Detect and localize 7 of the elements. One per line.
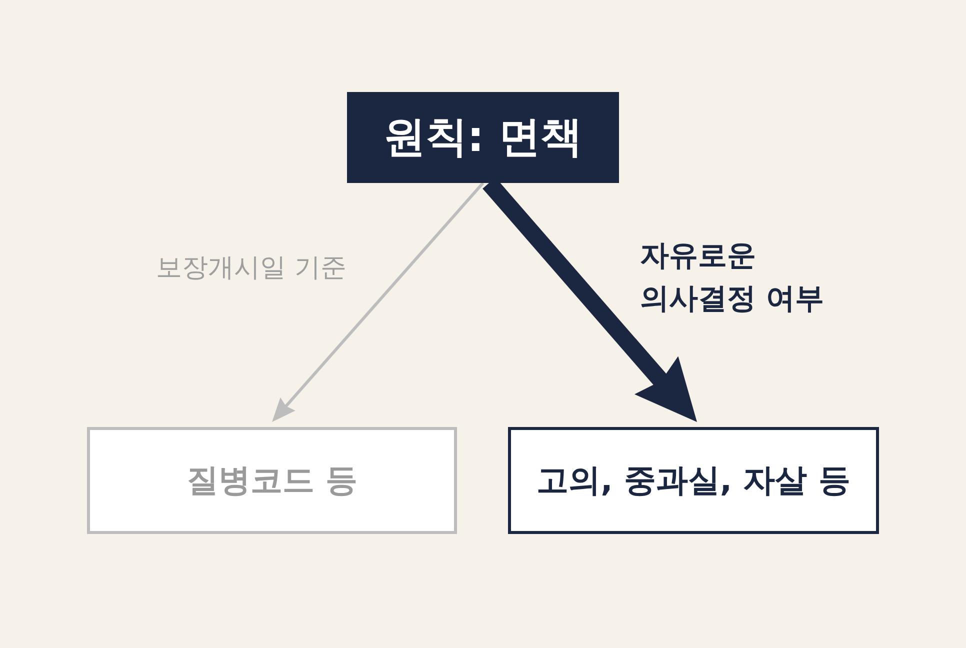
category-box — [87, 427, 457, 534]
box-label: 원칙: 면책 — [383, 112, 583, 163]
box-label: 질병코드 등 — [186, 461, 358, 500]
box-label: 고의, 중과실, 자살 등 — [536, 461, 850, 500]
arrow — [272, 182, 484, 422]
principle-box — [347, 92, 619, 183]
category-box — [508, 427, 879, 534]
